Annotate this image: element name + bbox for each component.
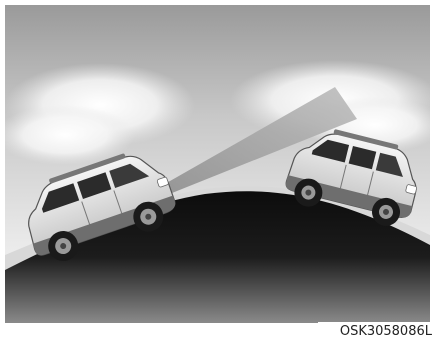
- figure-code: OSK3058086L: [318, 322, 432, 342]
- hill-scene: [5, 5, 430, 323]
- illustration-frame: [5, 5, 430, 323]
